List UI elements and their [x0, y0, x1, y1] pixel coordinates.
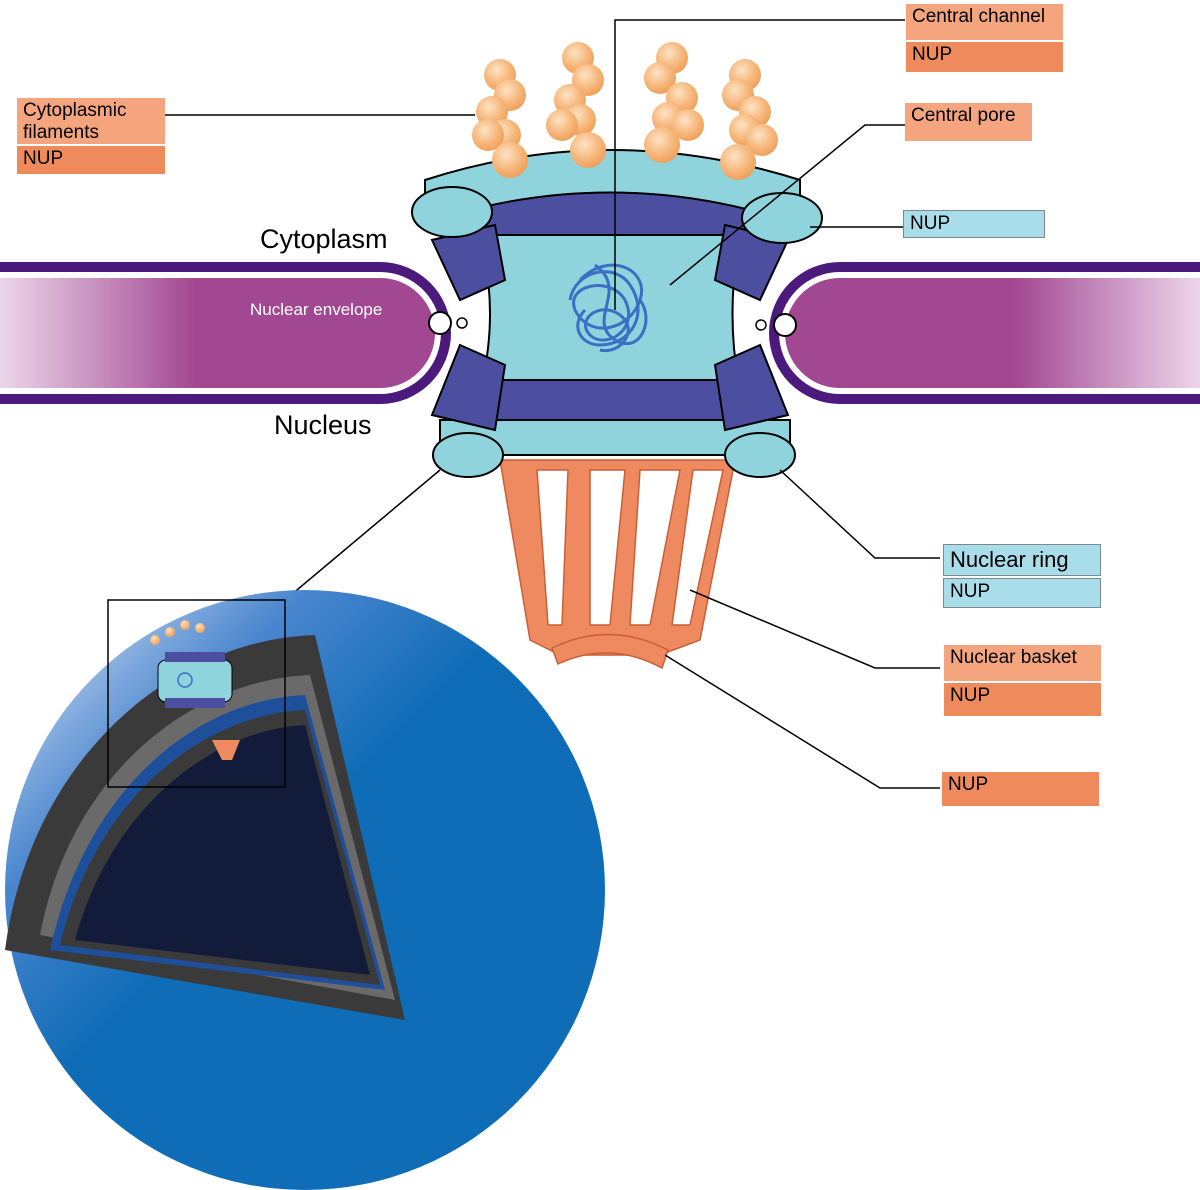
- callout-nup: NUP: [903, 210, 1045, 238]
- nucleus-sphere: [5, 590, 605, 1190]
- mini-nuclear-pore: [150, 620, 240, 760]
- nuclear-envelope-right: [769, 262, 1200, 404]
- callout-central-channel-nup: NUP: [906, 42, 1063, 72]
- cytoplasm-label: Cytoplasm: [260, 224, 388, 254]
- nuclear-basket: [499, 459, 736, 670]
- callout-central-pore: Central pore: [905, 103, 1032, 141]
- leader-lines: [165, 19, 940, 789]
- callout-cytoplasmic-filaments: Cytoplasmic filaments: [17, 98, 165, 144]
- nuclear-envelope-left: [0, 262, 451, 404]
- callout-cytoplasmic-filaments-nup: NUP: [17, 146, 165, 174]
- callout-basket-ring-nup: NUP: [942, 772, 1099, 806]
- inset-box: [107, 599, 286, 788]
- callout-nuclear-ring-nup: NUP: [943, 578, 1101, 608]
- central-channel-tangle: [568, 263, 648, 353]
- callout-nuclear-basket: Nuclear basket: [944, 645, 1101, 681]
- callout-nuclear-basket-nup: NUP: [944, 683, 1101, 716]
- callout-central-channel: Central channel: [906, 4, 1063, 40]
- callout-nuclear-ring: Nuclear ring: [943, 544, 1101, 576]
- nuclear-pore-complex: [411, 149, 823, 478]
- nucleus-label: Nucleus: [274, 410, 372, 440]
- nuclear-envelope-label: Nuclear envelope: [250, 300, 383, 319]
- cytoplasmic-filaments: [472, 42, 778, 180]
